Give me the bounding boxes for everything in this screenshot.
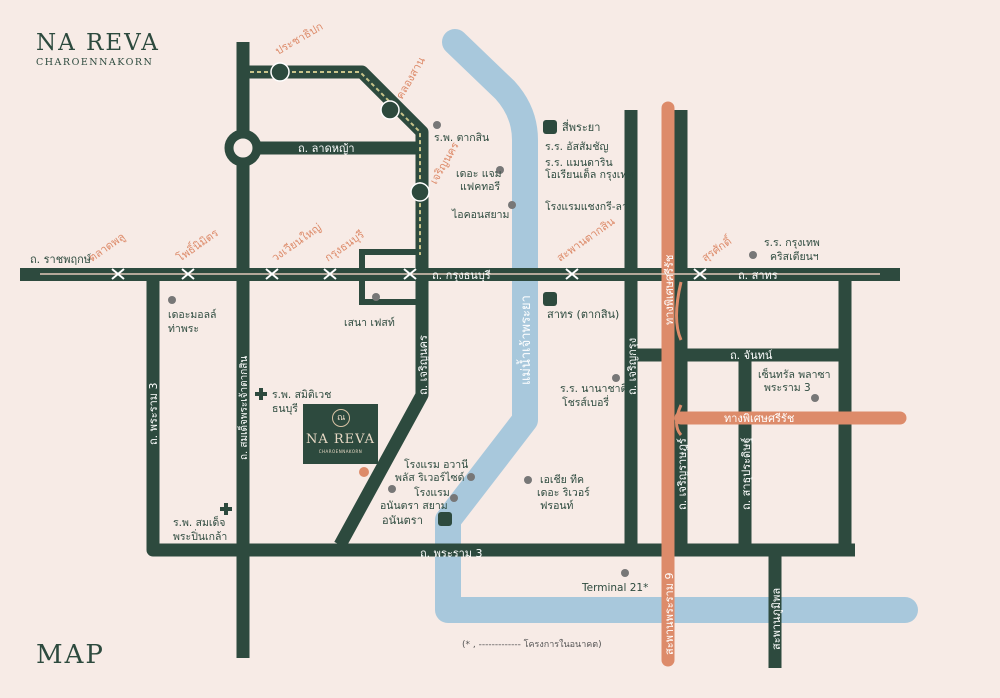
poi-somdet-1: ร.พ. สมเด็จ	[173, 515, 225, 529]
poi-shangrila: โรงแรมแชงกรี-ลา	[545, 200, 628, 213]
expressway-label-horizontal: ทางพิเศษศรีรัช	[724, 412, 794, 425]
poi-intl-school-2: โชรส์เบอรี่	[562, 395, 609, 409]
project-emblem-icon: ณ	[327, 405, 354, 431]
poi-samitivej-2: ธนบุรี	[272, 402, 298, 415]
road-label-sathorn: ถ. สาทร	[738, 269, 778, 282]
bridge-label-taksin: สะพานตากสิน	[554, 215, 617, 265]
poi-assumption-1: ร.ร. อัสสัมชัญ	[545, 141, 608, 153]
station-pho-nimit: โพธิ์นิมิตร	[173, 225, 221, 265]
roundabout	[224, 129, 262, 167]
poi-central-1: เซ็นทรัล พลาซา	[758, 367, 831, 381]
poi-mall-2: ท่าพระ	[168, 323, 199, 335]
road-prajadhipok	[243, 65, 429, 170]
boat-label-si-phraya: สี่พระยา	[562, 119, 601, 134]
road-charoen-nakhon	[334, 281, 429, 549]
road-label-charoen-rat: ถ. เจริญราษฎร์	[676, 438, 689, 510]
poi-iconsiam: ไอคอนสยาม	[451, 208, 509, 221]
road-label-ratchaphruek: ถ. ราชพฤกษ์	[30, 253, 91, 266]
station-surasak: สุรศักดิ์	[698, 232, 735, 264]
station-talat-phlu: ตลาดพลู	[86, 230, 127, 264]
brand: NA REVA CHAROENNAKORN	[36, 30, 160, 68]
poi-taksin-hospital: ร.พ. ตากสิน	[434, 132, 489, 144]
hospital-icons	[220, 388, 267, 515]
station-khlong-san: คลองสาน	[393, 54, 428, 101]
bridge-label-bhumibol: สะพานภูมิพล	[770, 588, 783, 650]
project-logo-name: NA REVA	[305, 432, 376, 447]
poi-somdet-2: พระปิ่นเกล้า	[173, 529, 227, 543]
road-label-charoen-krung: ถ. เจริญกรุง	[626, 338, 639, 395]
poi-christian-1: ร.ร. กรุงเทพ	[764, 237, 820, 249]
poi-avani-2: พลัส ริเวอร์ไซด์	[395, 471, 464, 484]
poi-asiatique-2: เดอะ ริเวอร์	[537, 486, 590, 499]
road-rama3	[146, 281, 855, 557]
chao-phraya-river	[435, 29, 918, 623]
map-title: MAP	[36, 640, 105, 670]
project-logo[interactable]: ณ NA REVA CHAROENNAKORN	[303, 404, 378, 464]
river-label: แม่น้ำเจ้าพระยา	[516, 295, 534, 385]
poi-asiatique-1: เอเชีย ทีค	[540, 473, 584, 486]
boat-label-anantara: อนันตรา	[382, 514, 423, 527]
road-label-chan: ถ. จันทน์	[730, 349, 773, 362]
poi-jam-factory-1: เดอะ แจม	[456, 168, 502, 180]
expressway-curve	[675, 281, 683, 341]
boat-icons	[438, 120, 557, 526]
poi-intl-school-1: ร.ร. นานาชาติ	[560, 383, 627, 395]
poi-anantara-1: โรงแรม	[414, 486, 450, 499]
station-markers	[111, 62, 707, 280]
road-label-rama3: ถ. พระราม 3	[420, 547, 483, 560]
road-label-sathu-pradit: ถ. สาธุประดิษฐ์	[740, 437, 753, 510]
poi-sena-fest: เสนา เฟสท์	[344, 316, 395, 329]
project-logo-subtitle: CHAROENNAKORN	[318, 449, 363, 454]
brand-subtitle: CHAROENNAKORN	[36, 57, 154, 68]
road-label-krung-thonburi: ถ. กรุงธนบุรี	[432, 269, 491, 282]
brand-name: NA REVA	[36, 30, 160, 56]
expressway	[661, 101, 907, 667]
poi-avani-1: โรงแรม อวานี	[404, 458, 468, 471]
expressway-curve-2	[675, 404, 683, 437]
road-label-lat-ya: ถ. ลาดหญ้า	[298, 142, 355, 155]
station-wongwian-yai: วงเวียนใหญ่	[269, 221, 324, 265]
poi-central-2: พระราม 3	[764, 382, 811, 394]
station-prajadhipok: ประชาธิปก	[273, 20, 325, 58]
legend: (* , ------------- โครงการในอนาคต)	[462, 640, 602, 650]
project-marker[interactable]	[359, 467, 369, 477]
road-label-charoen-nakhon: ถ. เจริญนคร	[417, 335, 430, 395]
poi-anantara-2: อนันตรา สยาม	[380, 500, 448, 512]
bridge-label-rama9: สะพานพระราม 9	[663, 573, 676, 655]
poi-terminal21: Terminal 21*	[581, 582, 648, 594]
poi-mall-1: เดอะมอลล์	[168, 308, 216, 321]
poi-christian-2: คริสเตียนฯ	[770, 250, 819, 263]
poi-assumption-2: ร.ร. แมนดาริน	[545, 157, 613, 169]
boat-label-sathorn: สาทร (ตากสิน)	[547, 308, 619, 321]
poi-mandarin: โอเรียนเต็ล กรุงเทพ	[545, 167, 634, 181]
expressway-label-vertical: ทางพิเศษศรีรัช	[663, 255, 676, 325]
road-label-rama3-west: ถ. พระราม 3	[147, 382, 160, 445]
poi-asiatique-3: ฟรอนท์	[540, 499, 574, 512]
road-label-somdet: ถ. สมเด็จพระเจ้าตากสิน	[236, 356, 250, 460]
poi-samitivej-1: ร.พ. สมิติเวช	[272, 389, 331, 401]
road-loop-krung-thonburi	[359, 249, 425, 305]
poi-jam-factory-2: แฟคทอรี	[460, 180, 500, 193]
poi-dots	[168, 121, 819, 577]
